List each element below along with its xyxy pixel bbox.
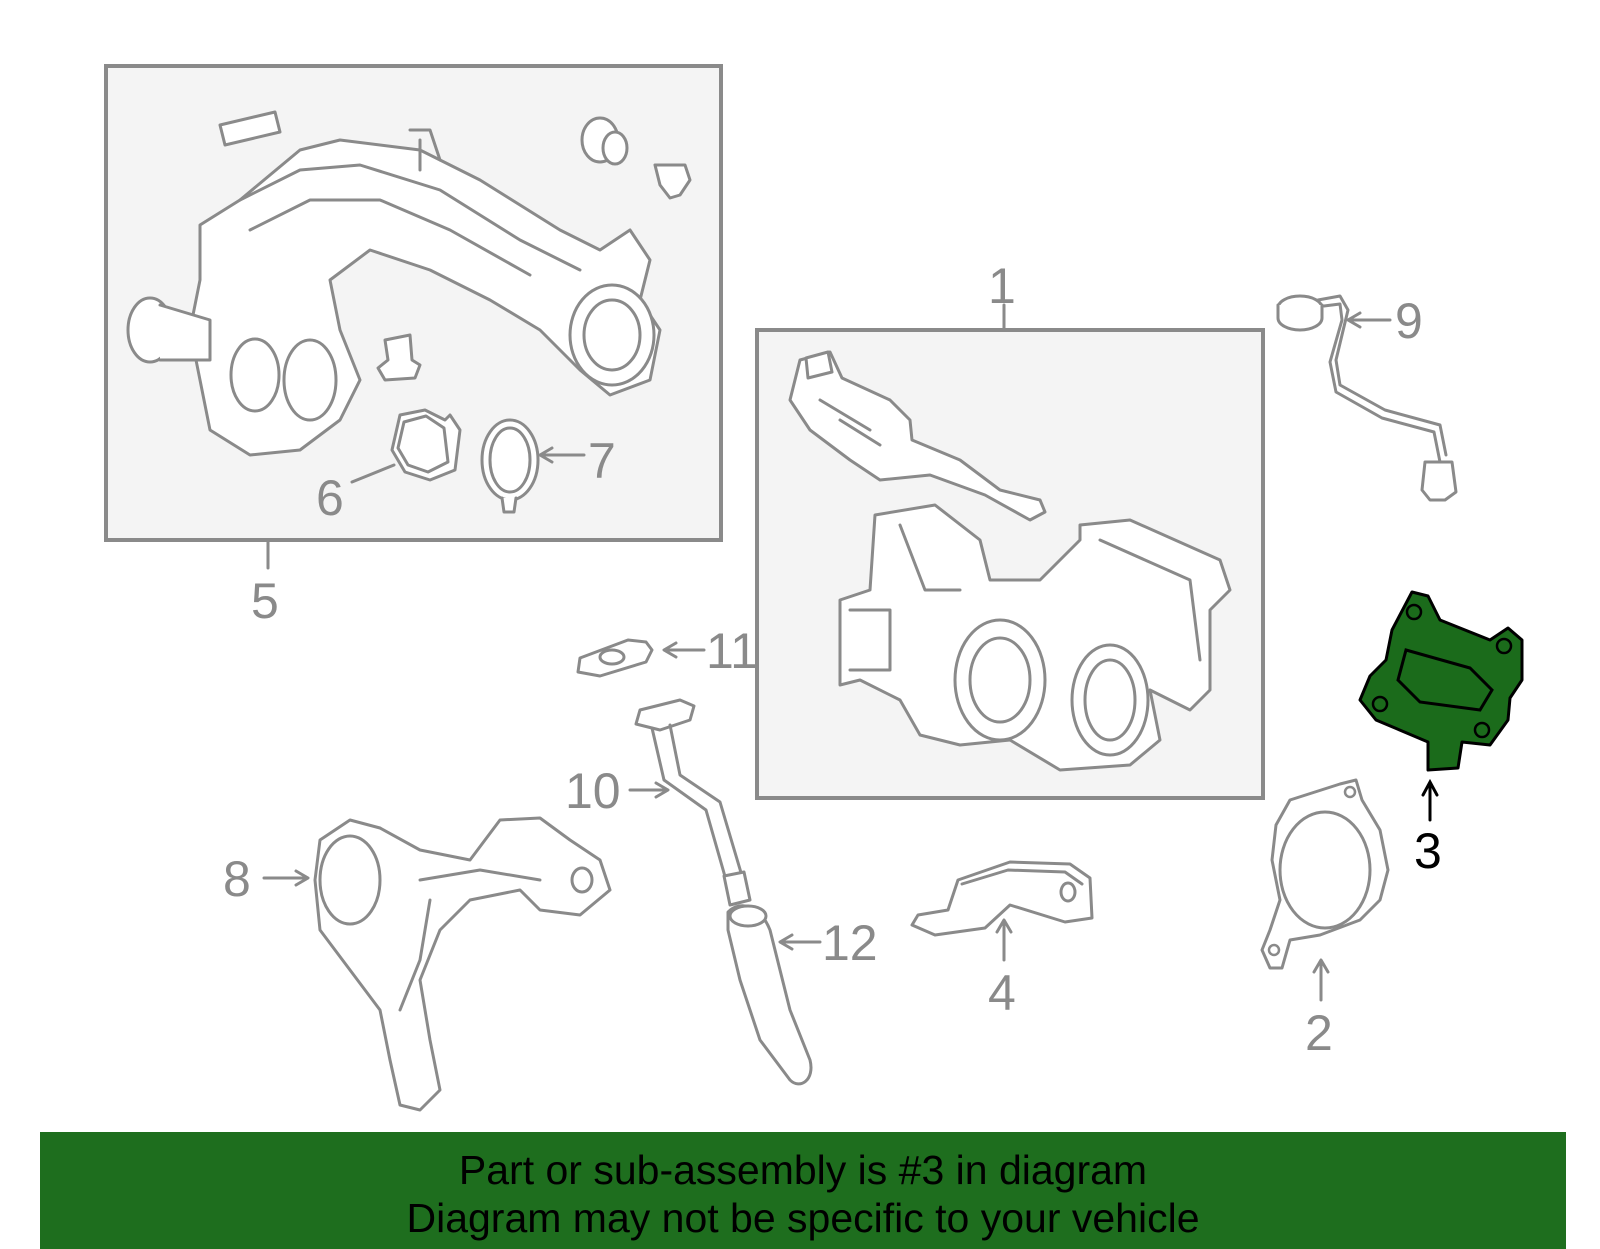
leader-3 [1421, 778, 1439, 822]
gasket-11[interactable] [576, 638, 654, 678]
hose-9[interactable] [1276, 294, 1458, 502]
leader-10 [628, 781, 670, 799]
bracket-8[interactable] [313, 816, 612, 1112]
gasket-6[interactable] [390, 408, 462, 482]
leader-7 [538, 446, 586, 464]
leader-9 [1346, 311, 1392, 329]
gasket-7[interactable] [480, 418, 540, 514]
leader-6 [350, 463, 396, 484]
callout-8: 8 [223, 851, 251, 907]
callout-5: 5 [251, 573, 279, 629]
banner-background [40, 1132, 1566, 1249]
pipe-10[interactable] [634, 698, 752, 907]
callout-10: 10 [565, 763, 621, 819]
highlighted-part-3[interactable] [1358, 590, 1524, 772]
gasket-2[interactable] [1260, 778, 1390, 970]
banner-line-2: Diagram may not be specific to your vehi… [406, 1195, 1200, 1241]
callout-4: 4 [988, 965, 1016, 1021]
callout-12: 12 [822, 915, 878, 971]
callout-6: 6 [316, 470, 344, 526]
callout-7: 7 [588, 433, 616, 489]
banner-line-1: Part or sub-assembly is #3 in diagram [458, 1147, 1148, 1193]
leader-11 [662, 641, 706, 659]
egr-valve-assembly[interactable] [788, 350, 1232, 772]
intake-pipe-assembly[interactable] [126, 110, 692, 457]
heat-shield-4[interactable] [910, 860, 1094, 937]
hose-12[interactable] [726, 904, 813, 1086]
gasket-3-highlighted[interactable] [1358, 590, 1524, 772]
callout-2: 2 [1305, 1005, 1333, 1061]
callout-1: 1 [988, 258, 1016, 314]
callout-3: 3 [1414, 823, 1442, 879]
leader-4 [995, 918, 1013, 962]
callout-11: 11 [706, 623, 758, 679]
info-banner: Part or sub-assembly is #3 in diagram Di… [40, 1132, 1566, 1249]
leader-8 [262, 869, 310, 887]
leader-12 [778, 933, 822, 951]
callout-9: 9 [1395, 293, 1423, 349]
leader-2 [1312, 958, 1330, 1002]
